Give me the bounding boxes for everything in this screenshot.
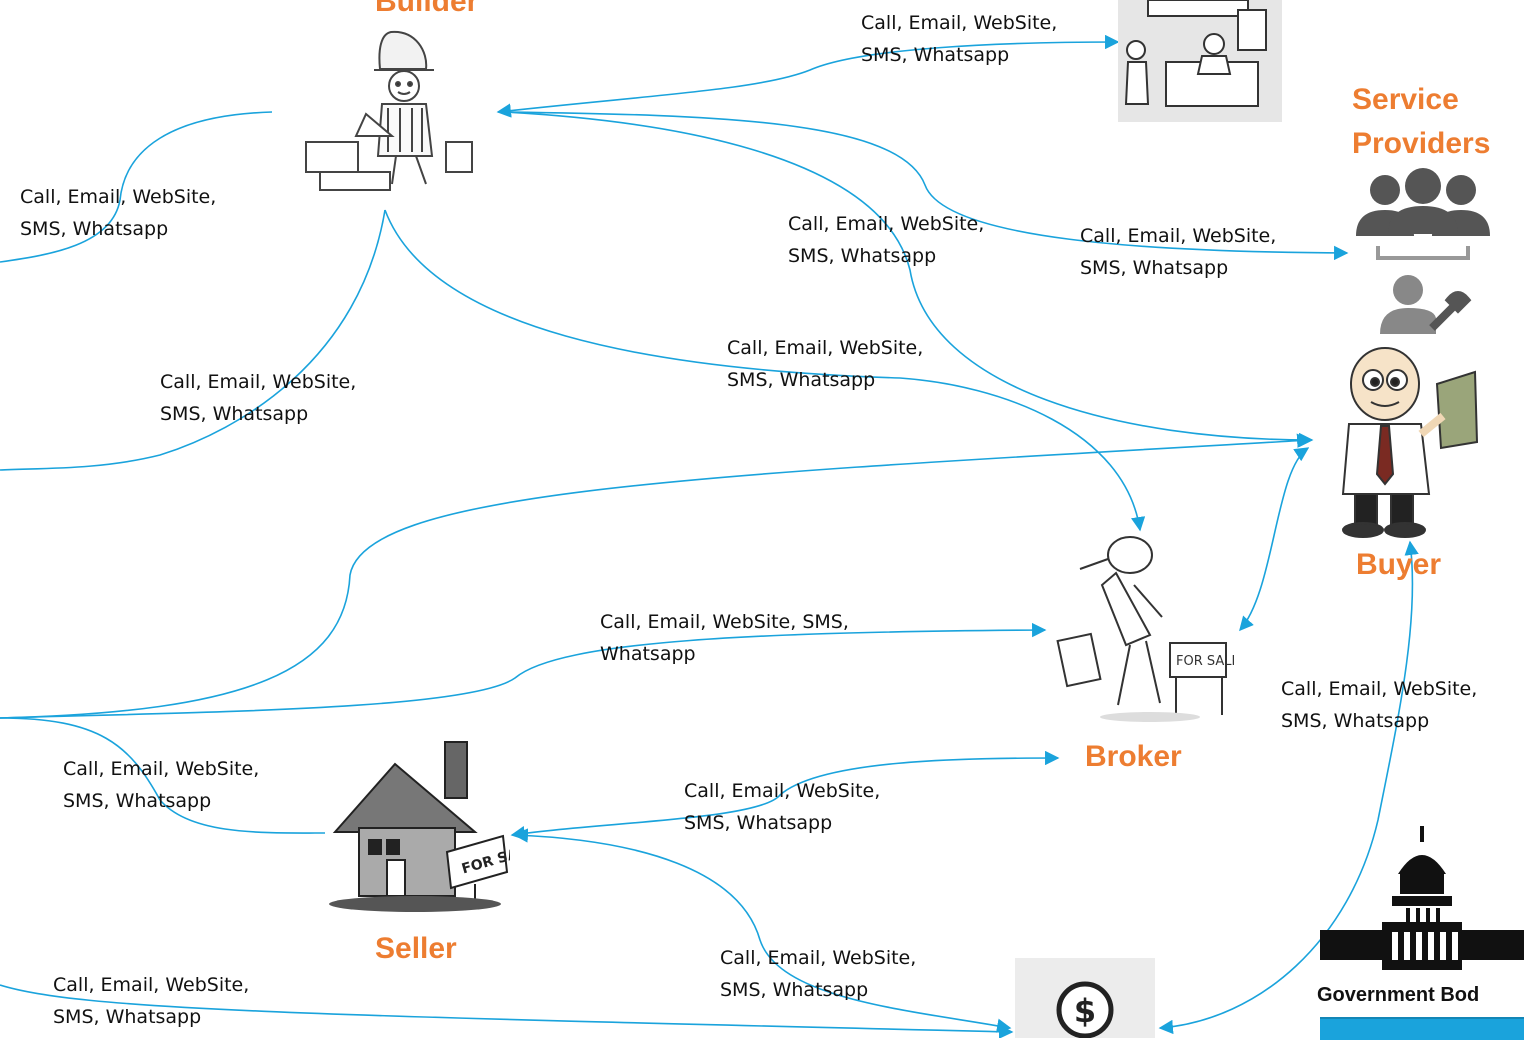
svg-text:FOR SALE: FOR SALE	[1176, 654, 1234, 669]
government-title: Government Bod	[1317, 984, 1480, 1006]
connector-builder-office	[496, 34, 1120, 118]
capitol-building-icon	[1320, 826, 1524, 970]
svg-text:$: $	[1074, 992, 1096, 1030]
government-bar	[1320, 1017, 1524, 1040]
broker-for-sale-icon: FOR SALE	[1056, 536, 1234, 722]
connector-left-buyer	[0, 433, 1312, 719]
builder-title: Builder	[375, 0, 479, 18]
connector-left-broker	[0, 622, 1047, 719]
connector-seller-finance	[513, 828, 1012, 1033]
connector-builder-left	[0, 111, 273, 263]
service-providers-title-line1: Service	[1352, 83, 1459, 116]
label-left-finance: Call, Email, WebSite,SMS, Whatsapp	[53, 974, 250, 1028]
house-for-sale-icon: FOR SALE	[329, 741, 510, 912]
label-builder-left: Call, Email, WebSite,SMS, Whatsapp	[20, 186, 217, 240]
label-builder-bank: Call, Email, WebSite,SMS, Whatsapp	[160, 371, 357, 425]
builder-figure-icon	[305, 30, 473, 191]
label-left-seller: Call, Email, WebSite,SMS, Whatsapp	[63, 758, 260, 812]
connector-builder-bank	[0, 209, 386, 471]
connector-buyer-broker	[1239, 447, 1310, 632]
label-left-broker: Call, Email, WebSite, SMS,Whatsapp	[600, 611, 849, 665]
label-seller-broker: Call, Email, WebSite,SMS, Whatsapp	[684, 780, 881, 834]
connector-left-seller	[0, 717, 326, 834]
connector-builder-broker	[384, 209, 1146, 532]
label-builder-services: Call, Email, WebSite,SMS, Whatsapp	[1080, 225, 1277, 279]
service-group-icon	[1356, 168, 1490, 334]
office-desk-icon	[1118, 0, 1282, 122]
connector-builder-buyer	[504, 111, 1314, 448]
connector-buyer-finance	[1158, 540, 1419, 1035]
buyer-title: Buyer	[1356, 548, 1442, 581]
label-builder-office: Call, Email, WebSite,SMS, Whatsapp	[861, 12, 1058, 66]
connector-builder-services	[504, 111, 1349, 261]
label-seller-finance: Call, Email, WebSite,SMS, Whatsapp	[720, 947, 917, 1001]
broker-title: Broker	[1085, 740, 1182, 773]
connector-seller-broker	[510, 750, 1060, 841]
dollar-coin-icon: $	[1015, 958, 1155, 1038]
seller-title: Seller	[375, 932, 457, 965]
connector-left-finance	[0, 984, 1014, 1038]
service-providers-title-line2: Providers	[1352, 127, 1491, 160]
label-builder-buyer: Call, Email, WebSite,SMS, Whatsapp	[788, 213, 985, 267]
buyer-with-money-icon	[1341, 347, 1479, 538]
label-buyer-finance: Call, Email, WebSite,SMS, Whatsapp	[1281, 678, 1478, 732]
label-builder-broker: Call, Email, WebSite,SMS, Whatsapp	[727, 337, 924, 391]
